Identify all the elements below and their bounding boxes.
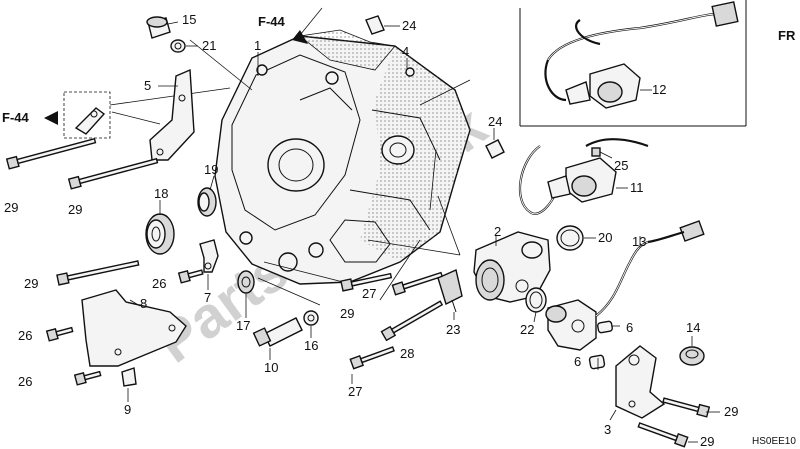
callout-12: 12 (652, 82, 666, 97)
part-8-guard-plate (81, 289, 187, 367)
callout-28: 28 (400, 346, 414, 361)
part-number-callouts: 15 21 1 24 4 5 24 12 25 11 19 18 29 29 2… (4, 12, 738, 449)
callout-13: 13 (632, 234, 646, 249)
part-13-harness (595, 220, 705, 317)
callout-29-b: 29 (68, 202, 82, 217)
f44-top-arrow (292, 30, 308, 44)
callout-25: 25 (614, 158, 628, 173)
callout-19: 19 (204, 162, 218, 177)
callout-16: 16 (304, 338, 318, 353)
callout-18: 18 (154, 186, 168, 201)
callout-6-b: 6 (574, 354, 581, 369)
part-7-clamp (199, 239, 219, 273)
callout-1: 1 (254, 38, 261, 53)
ref-label-fr: FR (778, 28, 796, 43)
part-17-cap (237, 270, 255, 294)
callout-5: 5 (144, 78, 151, 93)
part-20-o-ring (556, 225, 584, 251)
callout-23: 23 (446, 322, 460, 337)
part-3-bracket (615, 345, 666, 419)
part-9-clip (121, 367, 137, 387)
callout-29-d: 29 (340, 306, 354, 321)
callout-17: 17 (236, 318, 250, 333)
callout-26-b: 26 (18, 328, 32, 343)
callout-29-e: 29 (724, 404, 738, 419)
part-14-grommet (679, 346, 705, 366)
part-16-o-ring (303, 310, 319, 326)
bolts-26 (45, 269, 204, 386)
callout-26-c: 26 (18, 374, 32, 389)
callout-24-right: 24 (488, 114, 502, 129)
part-23-gear (437, 269, 463, 313)
callout-20: 20 (598, 230, 612, 245)
callout-7: 7 (204, 290, 211, 305)
callout-27-b: 27 (348, 384, 362, 399)
callout-8: 8 (140, 296, 147, 311)
bolts-29 (5, 137, 711, 448)
bolts-27-28 (349, 271, 444, 370)
part-6-sleeves (588, 320, 613, 370)
ref-label-f44-top: F-44 (258, 14, 286, 29)
ref-label-f44-left: F-44 (2, 110, 30, 125)
callout-22: 22 (520, 322, 534, 337)
part-25-screw (591, 147, 613, 159)
part-15-plug (146, 16, 179, 39)
part-18-oil-seal (145, 213, 175, 255)
callout-2: 2 (494, 224, 501, 239)
callout-14: 14 (686, 320, 700, 335)
part-22-o-ring (525, 287, 547, 313)
callout-9: 9 (124, 402, 131, 417)
part-21-o-ring (170, 39, 198, 53)
callout-21: 21 (202, 38, 216, 53)
callout-27-a: 27 (362, 286, 376, 301)
part-2-housing (473, 231, 551, 303)
callout-24-top: 24 (402, 18, 416, 33)
callout-26-a: 26 (152, 276, 166, 291)
f44-inset (44, 91, 111, 139)
callout-29-c: 29 (24, 276, 38, 291)
callout-11: 11 (630, 180, 644, 195)
part-11-switch (518, 138, 649, 215)
diagram-code: HS0EE10 (752, 436, 796, 447)
callout-leaders (127, 89, 720, 443)
callout-29-a: 29 (4, 200, 18, 215)
part-10-sensor (252, 317, 303, 347)
part-24-dowel-right (485, 128, 505, 159)
inset-frame (519, 0, 747, 127)
speed-sensor-assembly (545, 299, 597, 351)
part-19-bearing (197, 187, 217, 217)
callout-6-a: 6 (626, 320, 633, 335)
rear-case-cover (214, 29, 471, 285)
callout-10: 10 (264, 360, 278, 375)
leader-lines (109, 7, 471, 306)
callout-4: 4 (402, 44, 409, 59)
callout-3: 3 (604, 422, 611, 437)
part-24-dowel-top (365, 15, 400, 35)
part-12-switch (544, 1, 739, 109)
callout-29-f: 29 (700, 434, 714, 449)
callout-15: 15 (182, 12, 196, 27)
part-5-bracket (149, 68, 195, 161)
